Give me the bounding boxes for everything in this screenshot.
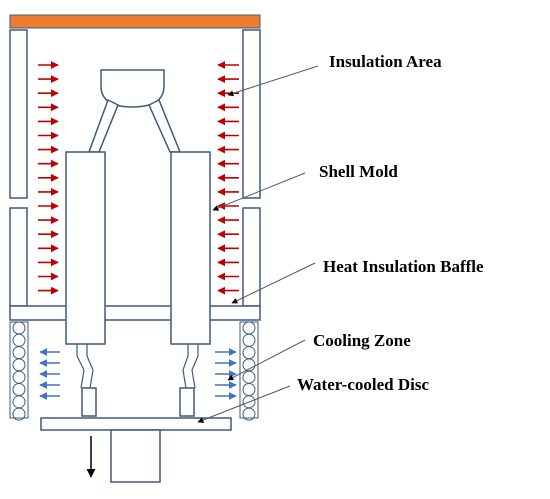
leader-water-cooled-disc [197, 385, 291, 423]
cooling-coil-icon [242, 346, 256, 360]
left-middle-wall [9, 207, 28, 307]
cooling-coil-icon [242, 407, 256, 421]
cooling-coil-icon [242, 370, 256, 384]
right-starter-leg [182, 344, 199, 389]
leader-heat-insulation-baffle [231, 262, 316, 304]
cooling-coil-icon [12, 321, 26, 335]
left-shell-mold [65, 151, 106, 345]
cooling-coil-icon [12, 358, 26, 372]
label-insulation-area: Insulation Area [329, 52, 442, 71]
cooling-coil-icon [12, 407, 26, 421]
cooling-coil-icon [12, 370, 26, 384]
right-shell-mold [170, 151, 211, 345]
right-middle-wall [242, 207, 261, 307]
left-starter-block [81, 387, 97, 417]
cooling-coil-icon [12, 395, 26, 409]
leader-insulation-area [227, 65, 319, 97]
right-starter-block [179, 387, 195, 417]
cooling-coil-icon [12, 333, 26, 347]
leader-shell-mold [212, 172, 306, 211]
cooling-coil-icon [242, 321, 256, 335]
label-water-cooled-disc: Water-cooled Disc [297, 375, 429, 394]
cooling-flow-arrows [39, 348, 237, 400]
right-runner [148, 98, 182, 153]
right-upper-wall [242, 29, 261, 199]
right-coil-frame [239, 321, 259, 419]
left-upper-wall [9, 29, 28, 199]
label-heat-insulation-baffle: Heat Insulation Baffle [323, 257, 484, 276]
pouring-cup [100, 69, 165, 108]
cooling-coil-icon [12, 383, 26, 396]
left-coil-frame [9, 321, 29, 419]
left-runner [87, 98, 119, 153]
cooling-coil-icon [242, 383, 256, 396]
leader-cooling-zone [227, 339, 306, 381]
left-starter-leg [76, 344, 94, 389]
cooling-coil-icon [242, 333, 256, 347]
label-cooling-zone: Cooling Zone [313, 331, 411, 350]
heat-insulation-baffle [9, 305, 261, 321]
cooling-coil-icon [12, 346, 26, 360]
furnace-top-cap [9, 14, 261, 29]
label-shell-mold: Shell Mold [319, 162, 398, 181]
left-cooling-coils [12, 321, 26, 421]
withdrawal-shaft [110, 429, 161, 483]
heat-flow-arrows [38, 61, 239, 295]
